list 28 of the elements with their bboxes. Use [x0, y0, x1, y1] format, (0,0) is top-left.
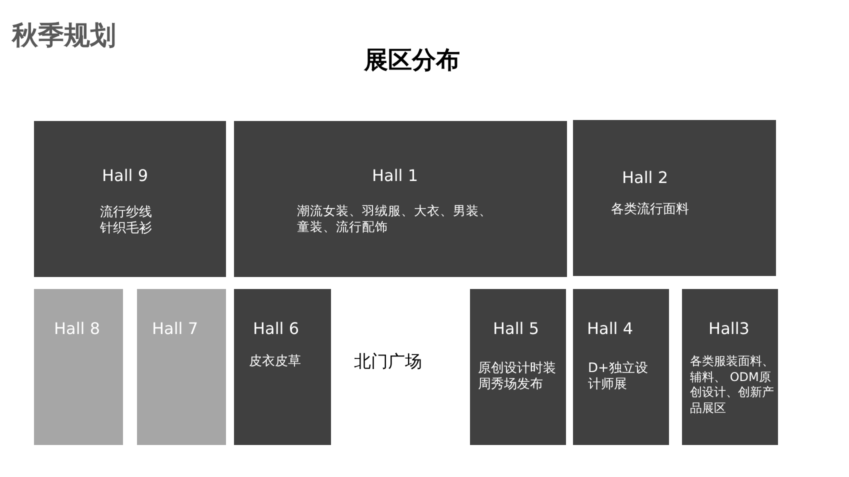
hall-description: 各类流行面料 — [611, 202, 689, 218]
hall-description: D+独立设计师展 — [588, 361, 649, 392]
hall-description: 流行纱线针织毛衫 — [100, 205, 153, 236]
hall-name: Hall 9 — [102, 166, 148, 185]
hall-area — [234, 121, 567, 277]
hall-area — [34, 289, 123, 445]
hall-area — [234, 289, 331, 445]
hall-name: Hall 1 — [372, 166, 418, 185]
hall-name: Hall3 — [708, 319, 750, 338]
hall-name: Hall 8 — [54, 319, 100, 338]
hall-area — [34, 121, 226, 277]
hall-description: 各类服装面料、辅料、 ODM原创设计、创新产品展区 — [690, 354, 775, 416]
hall-name: Hall 5 — [493, 319, 539, 338]
page-title: 展区分布 — [364, 46, 460, 74]
hall-area — [470, 289, 566, 445]
page-header: 秋季规划 — [12, 21, 116, 51]
hall-name: Hall 6 — [253, 319, 299, 338]
hall-area — [573, 289, 669, 445]
hall-area — [573, 120, 776, 276]
hall-name: Hall 2 — [622, 168, 668, 187]
area-label: 北门广场 — [354, 352, 422, 373]
hall-area — [137, 289, 226, 445]
hall-description: 原创设计时装周秀场发布 — [478, 361, 557, 392]
hall-description: 皮衣皮草 — [249, 354, 301, 370]
hall-name: Hall 4 — [587, 319, 633, 338]
hall-description: 潮流女装、羽绒服、大衣、男装、童装、流行配饰 — [297, 203, 493, 234]
hall-name: Hall 7 — [152, 319, 198, 338]
hall-area — [682, 289, 778, 445]
